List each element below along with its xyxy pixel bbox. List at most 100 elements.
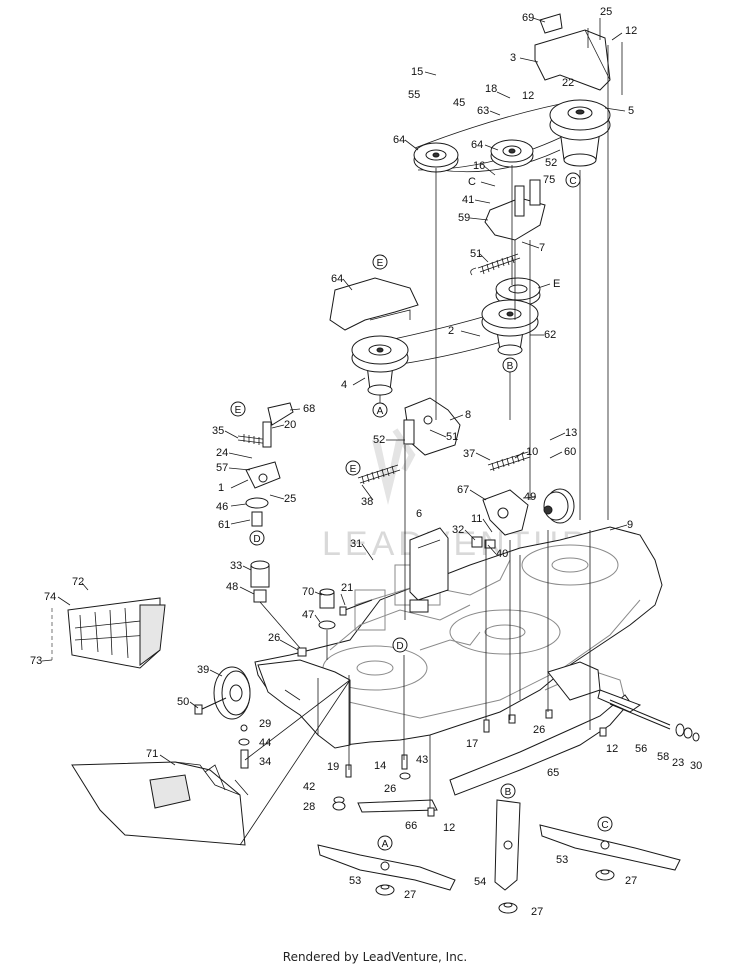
callout: 26 <box>384 783 396 795</box>
spring-36 <box>470 253 521 276</box>
callout: 60 <box>564 446 576 458</box>
callout: 16 <box>473 160 485 172</box>
letter-callout: E <box>377 258 384 269</box>
pulley-64-top-left <box>413 142 459 173</box>
callout: 43 <box>416 754 428 766</box>
callout: 41 <box>462 194 474 206</box>
callout: 27 <box>531 906 543 918</box>
callout: C <box>468 176 476 188</box>
callout: 67 <box>457 484 469 496</box>
callout: 1 <box>218 482 224 494</box>
idler-bracket-7 <box>484 179 546 241</box>
chute-hardware <box>238 724 250 769</box>
callout: 2 <box>448 325 454 337</box>
callout: 22 <box>562 77 574 89</box>
callout: 62 <box>544 329 556 341</box>
deck-front-plate <box>257 659 351 749</box>
callout: 71 <box>146 748 158 760</box>
callout: 53 <box>556 854 568 866</box>
letter-callout: C <box>569 176 576 187</box>
callout: 53 <box>349 875 361 887</box>
callout: 39 <box>197 664 209 676</box>
callout: 12 <box>606 743 618 755</box>
belt-guard-2 <box>329 277 419 331</box>
callout: 59 <box>458 212 470 224</box>
callout: 40 <box>496 548 508 560</box>
callout: 8 <box>465 409 471 421</box>
callout: 7 <box>539 242 545 254</box>
letter-callouts: C E B A E E D D A B C <box>230 172 613 851</box>
callout: 72 <box>72 576 84 588</box>
spindle-pulley-left <box>351 335 409 396</box>
callout: 23 <box>672 757 684 769</box>
callout: 61 <box>218 519 230 531</box>
letter-callout: C <box>601 820 608 831</box>
callout: 19 <box>327 761 339 773</box>
callout: 66 <box>405 820 417 832</box>
callout: 5 <box>628 105 634 117</box>
arm-1 <box>245 461 281 489</box>
tie-rod-56 <box>547 661 700 742</box>
callout: 50 <box>177 696 189 708</box>
callout: 68 <box>303 403 315 415</box>
baffle-66 <box>357 799 438 813</box>
spring-37 <box>487 451 531 472</box>
callout: 29 <box>259 718 271 730</box>
callout: 74 <box>44 591 56 603</box>
spindle-pulley-5 <box>549 99 611 167</box>
callout: 65 <box>547 767 559 779</box>
callout: 31 <box>350 538 362 550</box>
callout: 26 <box>533 724 545 736</box>
bushing-61 <box>251 511 263 527</box>
brake-arm-68 <box>262 402 294 448</box>
leader-lines <box>41 17 628 766</box>
gauge-wheel-39 <box>194 666 251 720</box>
footer-credit: Rendered by LeadVenture, Inc. <box>282 950 468 964</box>
callout: 70 <box>302 586 314 598</box>
callout: 37 <box>463 448 475 460</box>
blade-53-right <box>539 824 681 871</box>
callout: 20 <box>284 419 296 431</box>
letter-callout: A <box>382 839 389 850</box>
callout: E <box>553 278 560 290</box>
callout: 33 <box>230 560 242 572</box>
letter-callout: B <box>505 787 512 798</box>
callout: 51 <box>470 248 482 260</box>
callout: 35 <box>212 425 224 437</box>
callout: 17 <box>466 738 478 750</box>
callout: 18 <box>485 83 497 95</box>
callout: 58 <box>657 751 669 763</box>
callout: 25 <box>284 493 296 505</box>
callout: 69 <box>522 12 534 24</box>
callout: 52 <box>373 434 385 446</box>
letter-callout: E <box>235 405 242 416</box>
spring-38 <box>357 464 401 485</box>
spindle-pulley-center <box>481 299 539 356</box>
callout: 15 <box>411 66 423 78</box>
callout: 45 <box>453 97 465 109</box>
callout: 12 <box>625 25 637 37</box>
callout: 46 <box>216 501 228 513</box>
letter-callout: A <box>377 406 384 417</box>
callout: 52 <box>545 157 557 169</box>
callout: 42 <box>303 781 315 793</box>
reference-lines <box>239 28 623 846</box>
bolt-32-40 <box>471 536 496 549</box>
callout-labels: 69 25 12 3 22 12 5 15 18 55 45 63 64 64 … <box>30 6 702 918</box>
callout: 25 <box>600 6 612 18</box>
callout: 49 <box>524 491 536 503</box>
callout: 56 <box>635 743 647 755</box>
callout: 54 <box>474 876 486 888</box>
callout: 10 <box>526 446 538 458</box>
callout: 24 <box>216 447 228 459</box>
pulley-64-top-middle <box>490 139 534 168</box>
callout: 64 <box>393 134 405 146</box>
callout: 44 <box>259 737 271 749</box>
callout: 11 <box>471 513 482 525</box>
blade-53-left <box>317 844 456 891</box>
idler-pulley-60 <box>543 488 575 524</box>
pulley-cover-3 <box>534 13 611 91</box>
letter-callout: E <box>350 464 357 475</box>
small-hardware <box>297 647 607 817</box>
